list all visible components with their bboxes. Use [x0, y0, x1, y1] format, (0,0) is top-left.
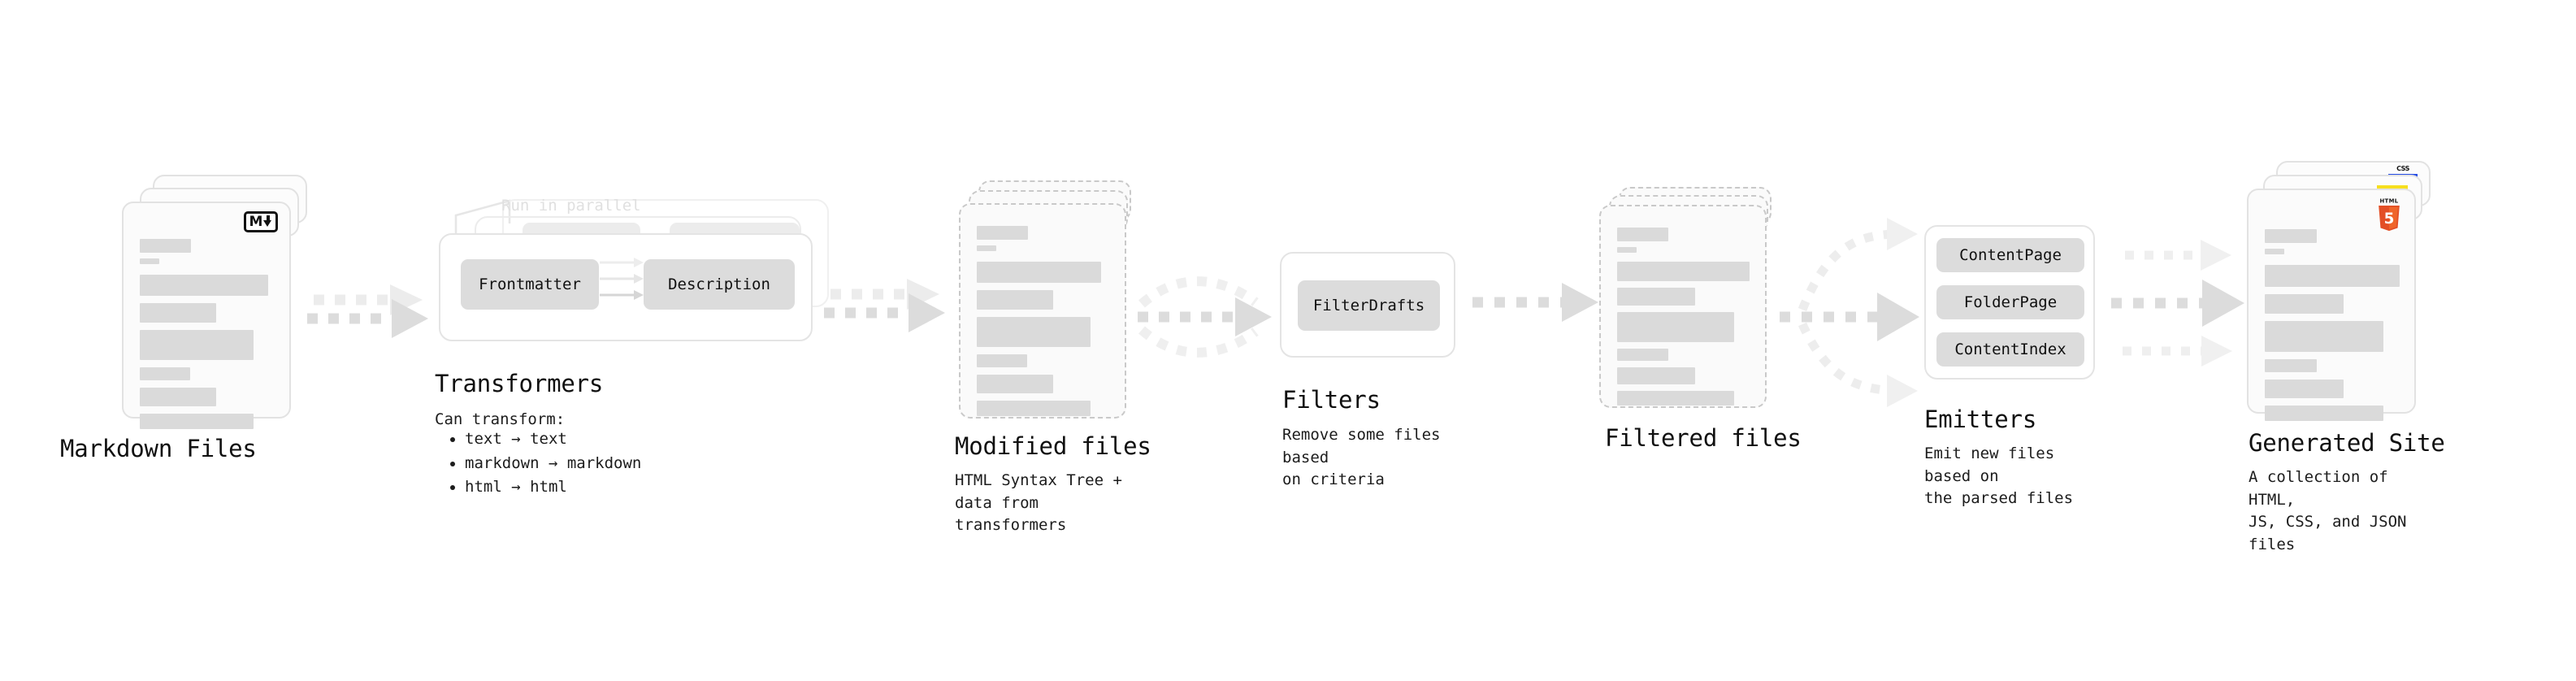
stage-transformers: Frontmatter Description Frontmatter Desc…	[435, 197, 845, 496]
skeleton-bar	[2265, 294, 2344, 314]
skeleton-bar	[2265, 359, 2317, 372]
skeleton-bar	[140, 258, 159, 264]
html5-badge: HTML 5	[2374, 197, 2405, 236]
generated-card-skeleton	[2265, 229, 2400, 427]
arrow-markdown-to-transformers	[307, 284, 428, 338]
filtered-card-skeleton	[1617, 228, 1750, 411]
stage-title-markdown-files: Markdown Files	[60, 435, 257, 462]
emitter-chip-contentpage[interactable]: ContentPage	[1936, 238, 2084, 272]
skeleton-bar	[1617, 247, 1637, 253]
stage-modified-files: Modified files HTML Syntax Tree + data f…	[955, 180, 1151, 534]
skeleton-bar	[977, 354, 1027, 367]
skeleton-bar	[977, 262, 1101, 283]
emitters-subtitle: Emit new files based on the parsed files	[1924, 445, 2074, 508]
skeleton-bar	[140, 239, 191, 253]
skeleton-bar	[2265, 265, 2400, 287]
filtered-file-stack	[1599, 187, 1786, 423]
stage-emitters: ContentPage FolderPage ContentIndex Emit…	[1924, 225, 2095, 507]
arrow-filters-to-filtered	[1472, 283, 1598, 322]
markdown-badge: M	[244, 211, 278, 232]
skeleton-bar	[977, 290, 1053, 310]
modified-file-stack	[959, 180, 1146, 419]
transformers-bullet-list: text → text markdown → markdown html → h…	[447, 428, 641, 499]
skeleton-bar	[1617, 349, 1668, 361]
filter-chip-filterdrafts[interactable]: FilterDrafts	[1298, 280, 1440, 331]
transformer-card-front: Frontmatter Description	[439, 233, 813, 341]
transformers-bullet: markdown → markdown	[465, 453, 641, 475]
markdown-badge-letter: M	[249, 213, 263, 230]
stage-markdown-files: M	[60, 175, 317, 462]
markdown-card-front: M	[122, 202, 291, 429]
skeleton-bar	[977, 245, 996, 251]
arrow-emitters-to-site	[2111, 240, 2244, 367]
emitter-chip-contentindex[interactable]: ContentIndex	[1936, 332, 2084, 367]
generated-site-subtitle: A collection of HTML, JS, CSS, and JSON …	[2249, 468, 2407, 553]
css3-badge-label: CSS	[2396, 165, 2409, 172]
skeleton-bar	[1617, 228, 1668, 241]
stage-title-transformers: Transformers	[435, 370, 604, 397]
transformer-internal-arrows-icon	[600, 258, 644, 300]
skeleton-bar	[977, 226, 1028, 240]
transformer-chip-description[interactable]: Description	[644, 259, 795, 310]
stage-generated-site: CSS HTML 5	[2247, 161, 2445, 553]
markdown-card-skeleton	[140, 239, 273, 435]
emitter-chip-folderpage[interactable]: FolderPage	[1936, 285, 2084, 319]
filtered-card-front	[1599, 205, 1767, 408]
stage-title-emitters: Emitters	[1924, 406, 2037, 433]
skeleton-bar	[977, 401, 1091, 416]
stage-title-filtered-files: Filtered files	[1605, 424, 1802, 452]
skeleton-bar	[2265, 406, 2383, 421]
arrow-filtered-to-emitters	[1780, 218, 1919, 407]
skeleton-bar	[1617, 391, 1734, 406]
stage-title-generated-site: Generated Site	[2249, 429, 2445, 457]
run-in-parallel-label: Run in parallel	[501, 197, 641, 215]
stage-title-modified-files: Modified files	[955, 432, 1151, 460]
filters-box: FilterDrafts	[1280, 252, 1455, 358]
skeleton-bar	[1617, 262, 1750, 281]
filters-subtitle: Remove some files based on criteria	[1282, 426, 1441, 489]
stage-filters: FilterDrafts Filters Remove some files b…	[1280, 252, 1455, 488]
stage-title-filters: Filters	[1282, 386, 1381, 414]
skeleton-bar	[2265, 380, 2344, 398]
skeleton-bar	[140, 367, 190, 380]
emitters-box: ContentPage FolderPage ContentIndex	[1924, 225, 2095, 380]
skeleton-bar	[140, 275, 268, 296]
skeleton-bar	[140, 414, 254, 429]
skeleton-bar	[140, 330, 254, 360]
skeleton-bar	[1617, 367, 1695, 384]
markdown-badge-down-arrow-icon	[263, 215, 272, 228]
modified-files-subtitle: HTML Syntax Tree + data from transformer…	[955, 471, 1122, 535]
skeleton-bar	[2265, 249, 2284, 254]
arrow-modified-to-filters	[1138, 276, 1272, 358]
skeleton-bar	[1617, 288, 1695, 306]
skeleton-bar	[140, 303, 216, 323]
skeleton-bar	[2265, 321, 2383, 352]
transformers-bullet: html → html	[465, 476, 641, 499]
transformer-chip-frontmatter[interactable]: Frontmatter	[461, 259, 599, 310]
transformers-bullet: text → text	[465, 428, 641, 451]
skeleton-bar	[977, 317, 1091, 347]
markdown-file-stack: M	[122, 175, 317, 429]
html5-badge-wordmark: HTML	[2379, 197, 2398, 204]
modified-card-skeleton	[977, 226, 1108, 422]
modified-card-front	[959, 203, 1126, 419]
generated-site-stack: CSS HTML 5	[2247, 161, 2442, 421]
transformers-stack: Frontmatter Description Frontmatter Desc…	[439, 199, 845, 341]
generated-card-front: HTML 5	[2247, 189, 2416, 421]
html5-badge-digit: 5	[2384, 210, 2395, 228]
stage-filtered-files: Filtered files	[1599, 187, 1802, 452]
skeleton-bar	[140, 388, 216, 406]
skeleton-bar	[977, 375, 1053, 393]
skeleton-bar	[2265, 229, 2317, 243]
skeleton-bar	[1617, 312, 1734, 342]
transformers-subtitle: Can transform:	[435, 410, 566, 428]
